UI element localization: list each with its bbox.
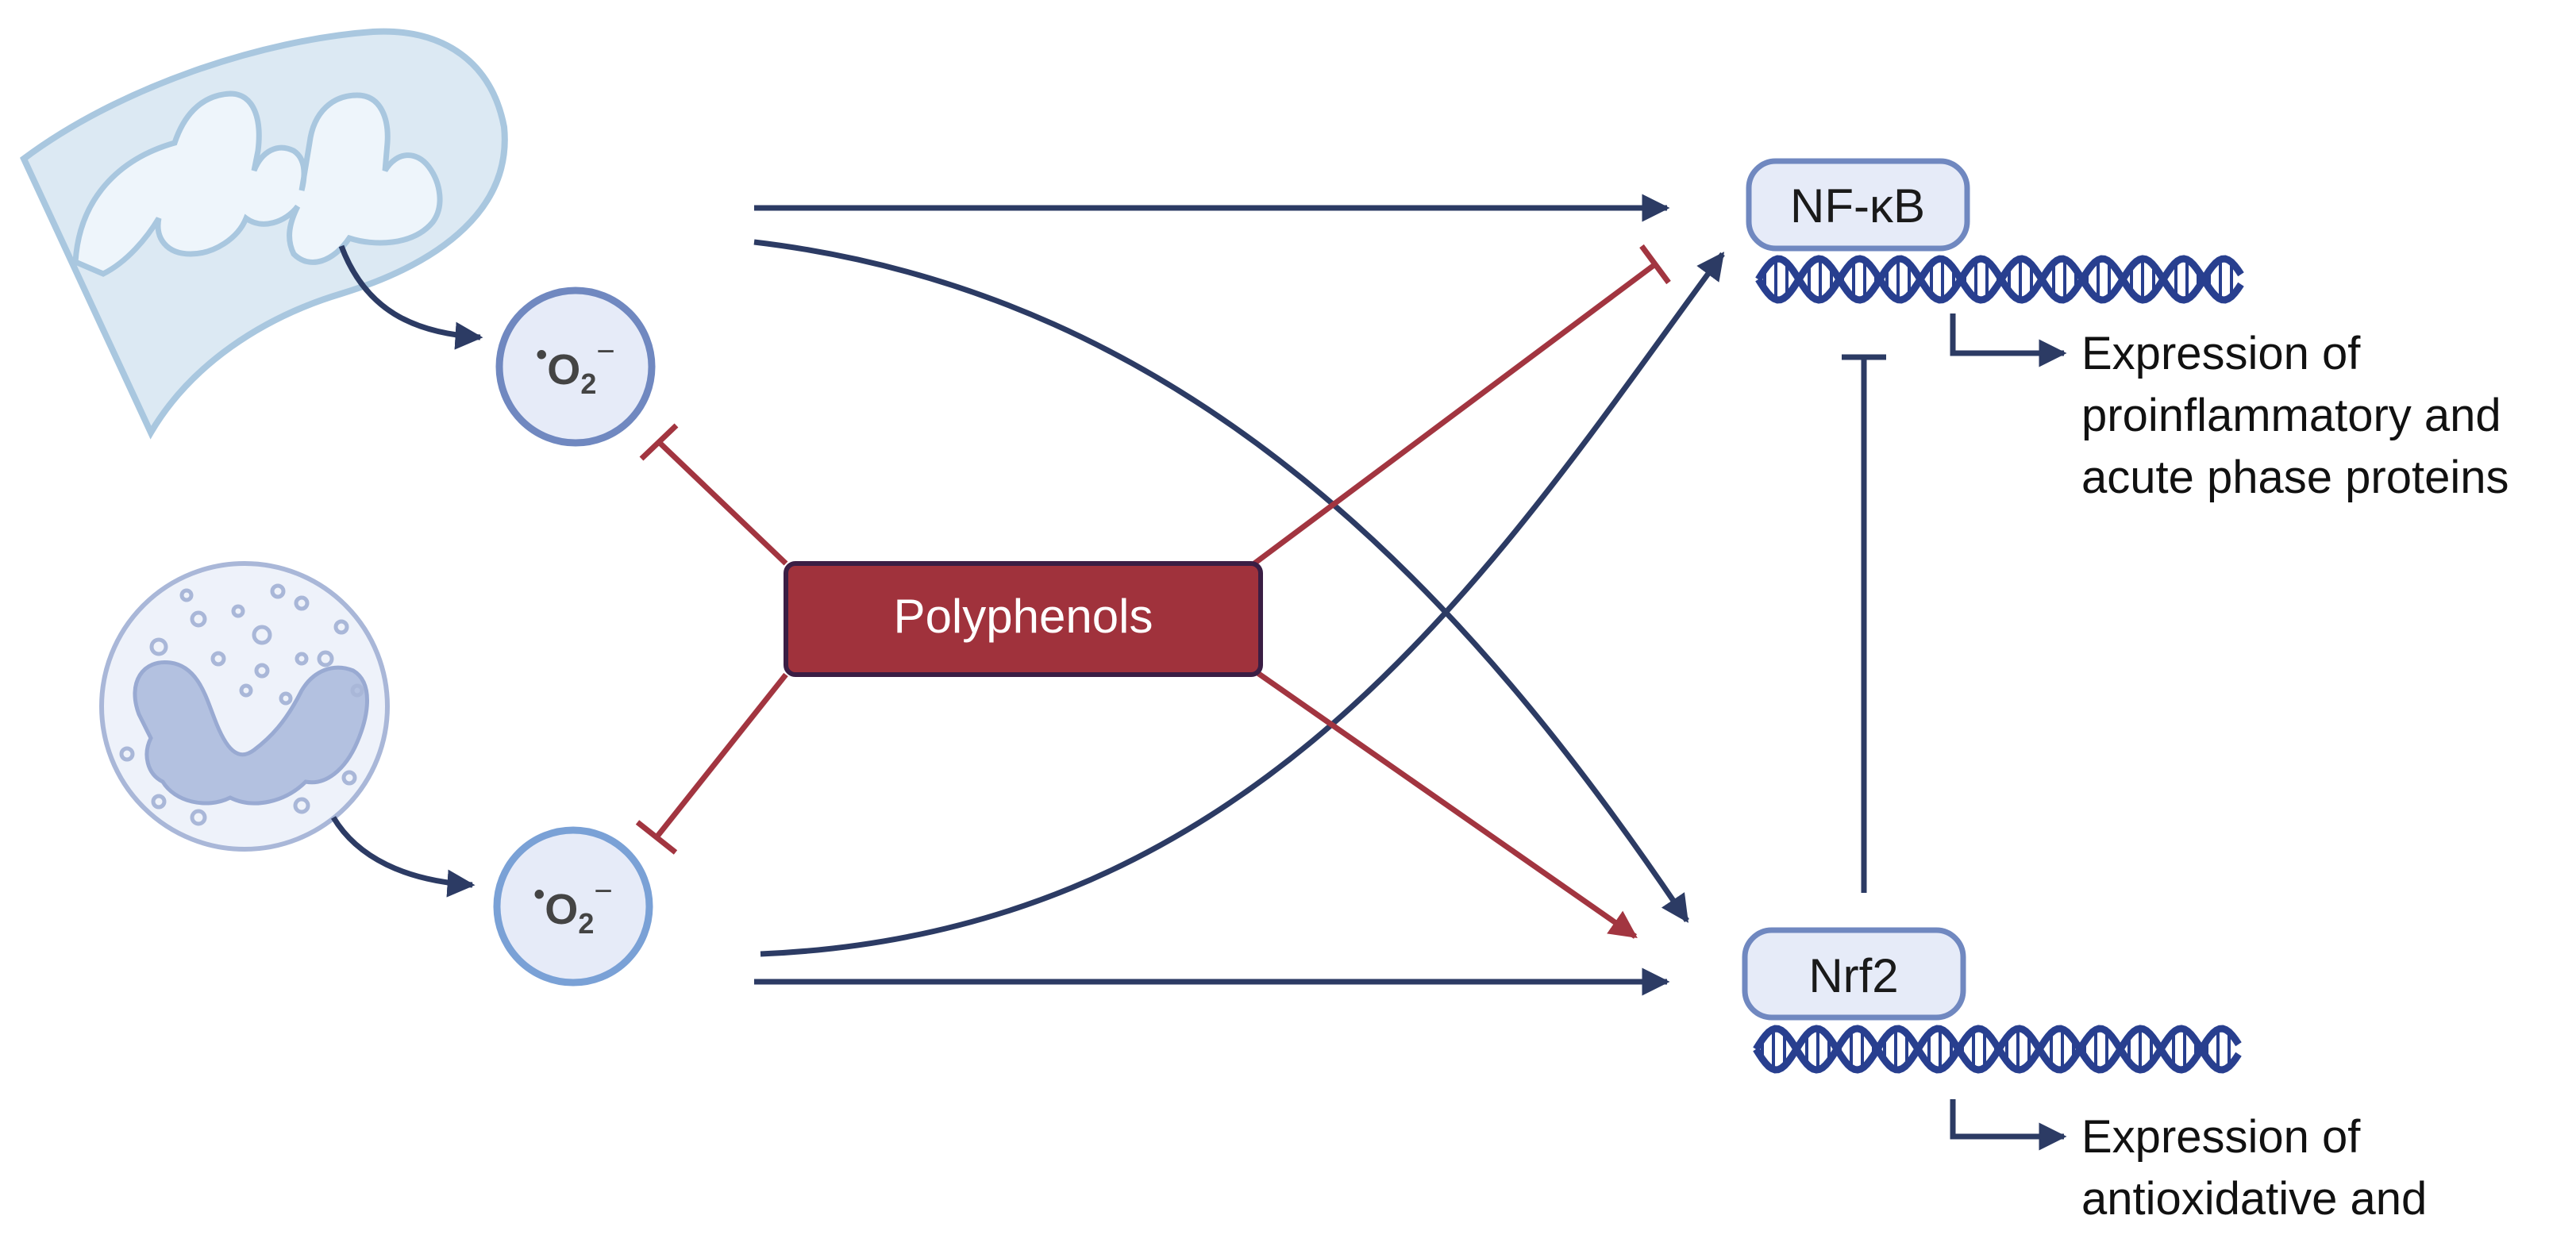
svg-text:Nrf2: Nrf2 (1808, 949, 1898, 1002)
polyphenols-inhibits-nfkb (1252, 244, 1671, 566)
superoxide-top-to-nrf2-arrow (753, 239, 1689, 923)
superoxide-node-bottom: •O2− (493, 826, 653, 987)
nfkb-expression-arrow (1950, 313, 2067, 367)
svg-text:NF-κB: NF-κB (1790, 179, 1925, 233)
dna-strand (1753, 1025, 2242, 1074)
nrf2-output-text: Expression of antioxidative and (2081, 1111, 2427, 1225)
polyphenols-box: Polyphenols (784, 561, 1263, 677)
svg-text:•O2−: •O2− (536, 334, 614, 400)
polyphenols-inhibits-superoxide-top (639, 423, 788, 566)
nrf2-expression-arrow (1950, 1099, 2067, 1151)
nrf2-node: Nrf2 (1742, 927, 1966, 1021)
nfkb-output-text: Expression of proinflammatory and acute … (2081, 328, 2514, 503)
dna-helix-icon (1755, 255, 2244, 304)
svg-text:•O2−: •O2− (533, 874, 612, 940)
superoxide-node-top: •O2− (495, 287, 656, 447)
dna-strand (1755, 255, 2244, 304)
polyphenols-activates-nrf2-arrow (1252, 668, 1638, 939)
neutrophil-icon (99, 561, 390, 852)
superoxide-bottom-to-nfkb-arrow (760, 252, 1725, 957)
mitochondrion-icon (20, 28, 508, 440)
mitochondria-to-superoxide-arrow (338, 244, 483, 350)
nfkb-node: NF-κB (1746, 158, 1970, 252)
polyphenols-inhibits-superoxide-bottom (635, 672, 788, 855)
neutrophil-to-superoxide-arrow (330, 816, 476, 898)
nrf2-inhibits-nfkb (1842, 354, 1886, 893)
dna-helix-icon (1753, 1025, 2242, 1074)
polyphenols-label: Polyphenols (894, 590, 1153, 643)
